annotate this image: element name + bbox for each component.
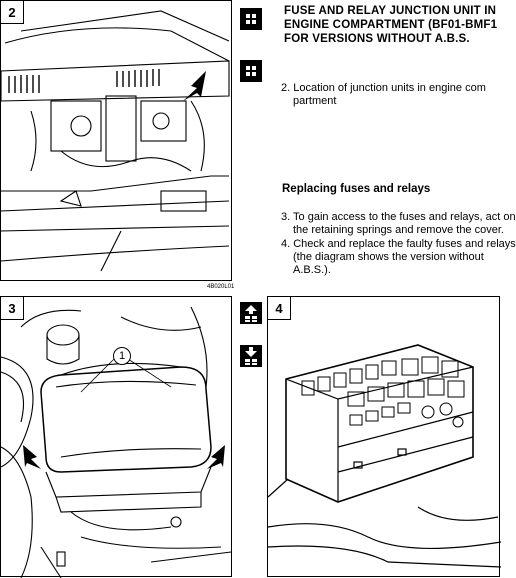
page-up-icon[interactable] bbox=[240, 302, 262, 324]
step-line: (the diagram shows the version without bbox=[293, 251, 484, 263]
step-line: the retaining springs and remove the cov… bbox=[293, 224, 504, 236]
title-line: ENGINE COMPARTMENT (BF01-BMF1 bbox=[284, 19, 498, 31]
figure-code: 4B020L01 bbox=[207, 284, 235, 290]
section-grid-icon bbox=[240, 60, 262, 82]
step-line: A.B.S.). bbox=[293, 264, 331, 276]
page-title: FUSE AND RELAY JUNCTION UNIT IN ENGINE C… bbox=[284, 4, 504, 46]
step-line: 4. Check and replace the faulty fuses an… bbox=[281, 238, 516, 250]
step-line: 3. To gain access to the fuses and relay… bbox=[281, 211, 516, 223]
step-2-text: 2. Location of junction units in engine … bbox=[281, 82, 486, 108]
callout-number: 1 bbox=[113, 347, 131, 365]
engine-bay-drawing bbox=[0, 10, 230, 272]
section-heading: Replacing fuses and relays bbox=[282, 183, 431, 195]
step-line: 2. Location of junction units in engine … bbox=[281, 82, 486, 94]
title-line: FOR VERSIONS WITHOUT A.B.S. bbox=[284, 33, 470, 45]
page-down-icon[interactable] bbox=[240, 345, 262, 367]
figure-number: 3 bbox=[1, 297, 24, 320]
figure-2-engine-compartment: 2 bbox=[0, 0, 232, 281]
figure-4-fuse-relay-layout: 4 bbox=[267, 296, 502, 577]
figure-number: 4 bbox=[268, 297, 291, 320]
fuse-relay-drawing bbox=[267, 344, 502, 568]
figure-number: 2 bbox=[1, 1, 24, 24]
section-grid-icon bbox=[240, 8, 262, 30]
title-line: FUSE AND RELAY JUNCTION UNIT IN bbox=[284, 5, 497, 17]
step-4-text: 4. Check and replace the faulty fuses an… bbox=[281, 238, 516, 277]
fuse-cover-drawing bbox=[0, 306, 232, 578]
step-line: partment bbox=[293, 95, 337, 107]
figure-3-fuse-box-cover: 3 1 bbox=[0, 296, 232, 578]
step-3-text: 3. To gain access to the fuses and relay… bbox=[281, 211, 516, 237]
